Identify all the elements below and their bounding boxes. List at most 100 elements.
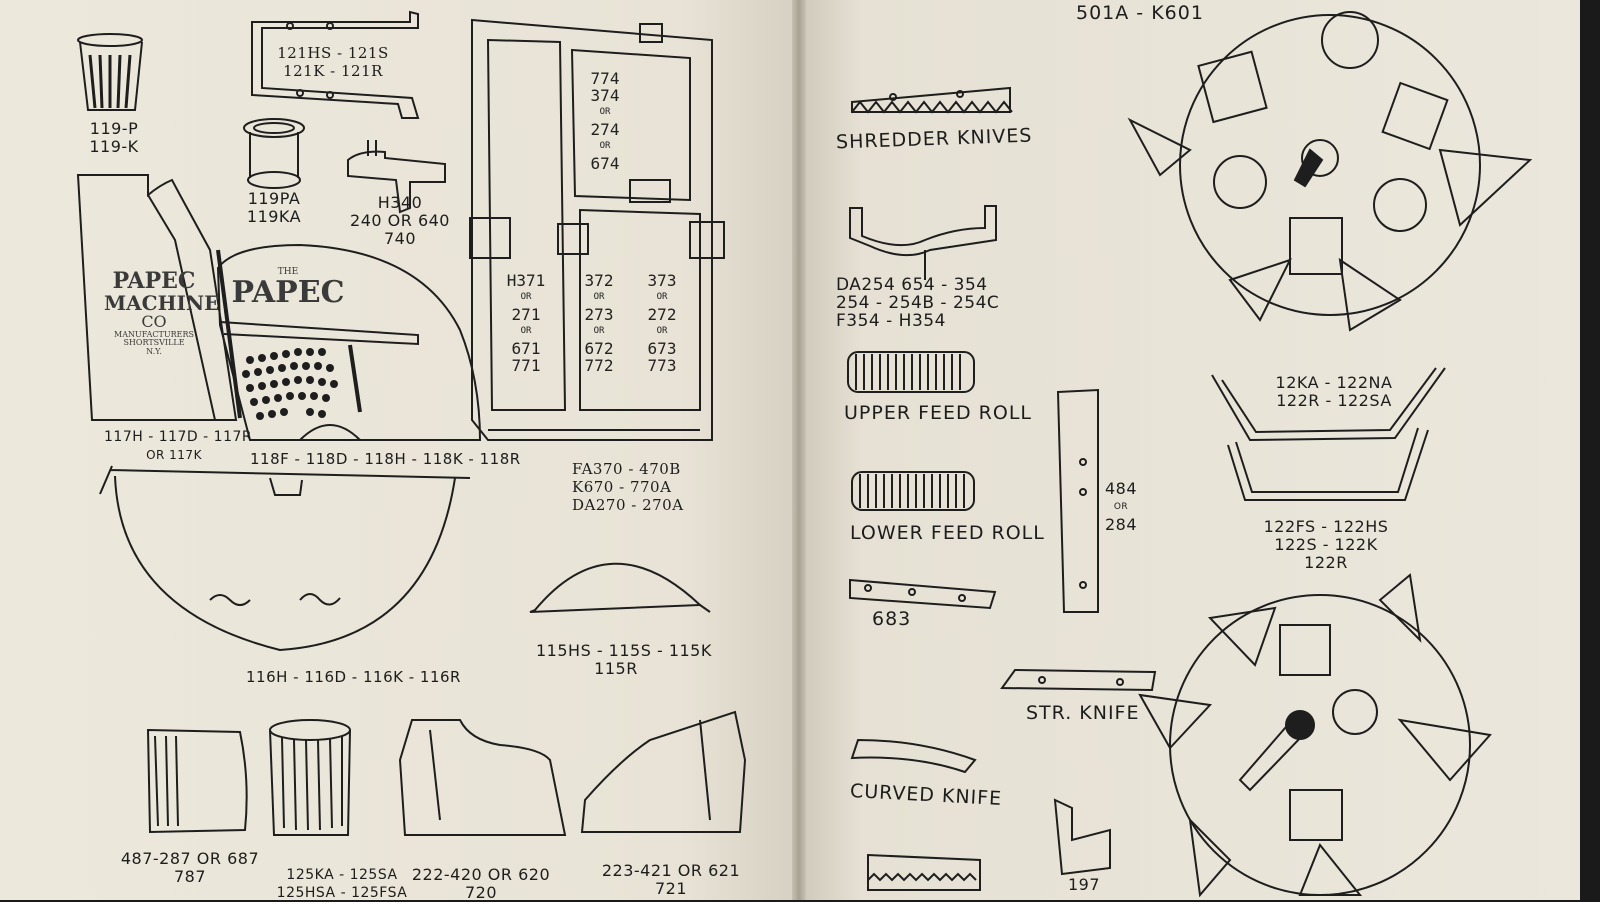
frame-col1-number: 671 — [511, 339, 541, 358]
part-fa370-frame-drawing — [469, 18, 725, 441]
frame-col2-number: OR — [593, 292, 605, 302]
part-label-line: 197 — [1068, 875, 1101, 894]
part-label-118: 118F - 118D - 118H - 118K - 118R — [250, 450, 521, 468]
part-label-line: 487-287 OR 687 — [120, 849, 260, 868]
part-label-line: STR. KNIFE — [1026, 702, 1140, 724]
part-label-line: 122R — [1304, 553, 1348, 572]
wheel-stamp-line-2: PAPEC — [231, 275, 345, 311]
hopper-stamp-line-4: MANUFACTURERS — [114, 329, 194, 339]
part-label-line: 254 - 254B - 254C — [836, 293, 1000, 313]
part-label-197: 197 — [1068, 876, 1100, 894]
part-label-line: 115HS - 115S - 115K — [536, 641, 712, 660]
frame-top-number: 374 — [590, 86, 620, 105]
part-label-upper-feed-roll: UPPER FEED ROLL — [844, 402, 1033, 424]
part-121-drawing — [251, 10, 420, 119]
lower-feed-roll-drawing — [851, 471, 975, 511]
frame-col2-number: 772 — [584, 356, 614, 375]
part-label-line: 720 — [464, 883, 498, 902]
part-115-drawing — [529, 562, 711, 613]
part-label-line: 240 OR 640 — [350, 211, 450, 230]
part-label-line: K670 - 770A — [572, 478, 672, 496]
hopper-stamp-line-1: PAPEC — [112, 268, 196, 294]
frame-col3-number: 373 — [647, 271, 677, 290]
frame-col1-number: OR — [520, 326, 532, 336]
frame-col3-numbers: 373 OR 272 OR 673 773 — [640, 272, 684, 374]
part-label-line: UPPER FEED ROLL — [844, 402, 1033, 424]
part-12ka-drawing — [1211, 367, 1446, 442]
part-label-line: 740 — [383, 229, 417, 248]
frame-col2-numbers: 372 OR 273 OR 672 772 — [577, 272, 621, 374]
part-487-drawing — [146, 728, 248, 834]
part-label-125: 125KA - 125SA 125HSA - 125FSA — [262, 866, 422, 902]
part-label-line: DA270 - 270A — [572, 496, 684, 514]
part-122fs-drawing — [1227, 427, 1429, 501]
hopper-stamp-line-6: N.Y. — [146, 346, 162, 356]
part-label-line: 125HSA - 125FSA — [276, 885, 408, 901]
upper-feed-roll-drawing — [847, 351, 975, 393]
part-label-line: 117H - 117D - 117R — [104, 429, 253, 445]
part-label-line: 122R - 122SA — [1276, 391, 1392, 410]
part-label-h340: H340 240 OR 640 740 — [340, 194, 460, 248]
part-125-drawing — [269, 719, 351, 836]
part-683-drawing — [849, 578, 997, 610]
part-label-117: 117H - 117D - 117R OR 117K — [104, 428, 253, 464]
part-label-line: 12KA - 122NA — [1275, 373, 1393, 392]
part-label-line: 119KA — [246, 207, 302, 226]
cutter-head-drawing — [1138, 573, 1492, 898]
hopper-stamp-line-3: CO — [141, 312, 167, 332]
frame-col2-number: OR — [593, 326, 605, 336]
part-label-683: 683 — [872, 608, 912, 630]
part-label-115: 115HS - 115S - 115K 115R — [536, 641, 712, 678]
part-label-line: 122FS - 122HS — [1263, 517, 1389, 536]
frame-col1-number: 271 — [511, 305, 541, 324]
part-label-line: 115R — [594, 659, 638, 678]
frame-col3-number: OR — [656, 326, 668, 336]
frame-col2-number: 372 — [584, 271, 614, 290]
part-label-119pa: 119PA 119KA — [244, 190, 304, 226]
shredder-knife-drawing — [851, 86, 1013, 114]
straight-knife-drawing — [1000, 668, 1157, 692]
part-label-line: 284 — [1104, 515, 1138, 534]
part-label-12ka: 12KA - 122NA 122R - 122SA — [1254, 374, 1414, 410]
part-label-str-knife: STR. KNIFE — [1026, 702, 1140, 724]
part-label-487: 487-287 OR 687 787 — [120, 850, 260, 886]
part-label-line: 683 — [872, 608, 912, 630]
frame-col3-number: 673 — [647, 339, 677, 358]
part-label-line: 501A - K601 — [1076, 2, 1204, 24]
hopper-stamp: PAPEC MACHINE CO MANUFACTURERS SHORTSVIL… — [104, 268, 219, 356]
part-label-line: 122S - 122K — [1274, 535, 1378, 554]
part-label-line: FA370 - 470B — [572, 460, 681, 478]
part-label-119: 119-P 119-K — [84, 120, 144, 156]
part-119pa-drawing — [243, 118, 305, 189]
frame-col3-number: 272 — [647, 305, 677, 324]
frame-col1-number: OR — [520, 292, 532, 302]
frame-col3-number: OR — [656, 292, 668, 302]
part-label-116: 116H - 116D - 116K - 116R — [246, 668, 461, 686]
part-label-line: 119-K — [89, 137, 139, 156]
part-label-line: 222-420 OR 620 — [411, 865, 551, 884]
part-label-line: 125KA - 125SA — [286, 867, 398, 883]
part-label-line: 121HS - 121S — [277, 44, 389, 62]
frame-col2-number: 672 — [584, 339, 614, 358]
frame-col3-number: 773 — [647, 356, 677, 375]
part-label-line: 119PA — [247, 189, 301, 208]
part-label-line: 119-P — [89, 119, 139, 138]
part-label-line: H340 — [377, 193, 423, 212]
hopper-stamp-line-5: SHORTSVILLE — [123, 338, 185, 348]
part-222-drawing — [398, 719, 567, 836]
part-118-drawing — [216, 243, 482, 441]
part-223-drawing — [580, 710, 747, 833]
part-label-line: 121K - 121R — [283, 62, 383, 80]
part-501a-cutter-head-drawing — [1127, 11, 1533, 332]
part-label-line: F354 - H354 — [836, 311, 946, 331]
frame-top-numbers: 774 374 OR 274 OR 674 — [580, 70, 630, 172]
part-119-drawing — [77, 33, 143, 111]
left-catalog-page — [0, 0, 800, 900]
frame-col2-number: 273 — [584, 305, 614, 324]
part-label-line: 721 — [654, 879, 688, 898]
part-484-drawing — [1056, 388, 1099, 613]
part-197-drawing — [1053, 798, 1111, 876]
part-label-line: OR — [1113, 502, 1129, 512]
part-label-line: LOWER FEED ROLL — [850, 522, 1045, 544]
